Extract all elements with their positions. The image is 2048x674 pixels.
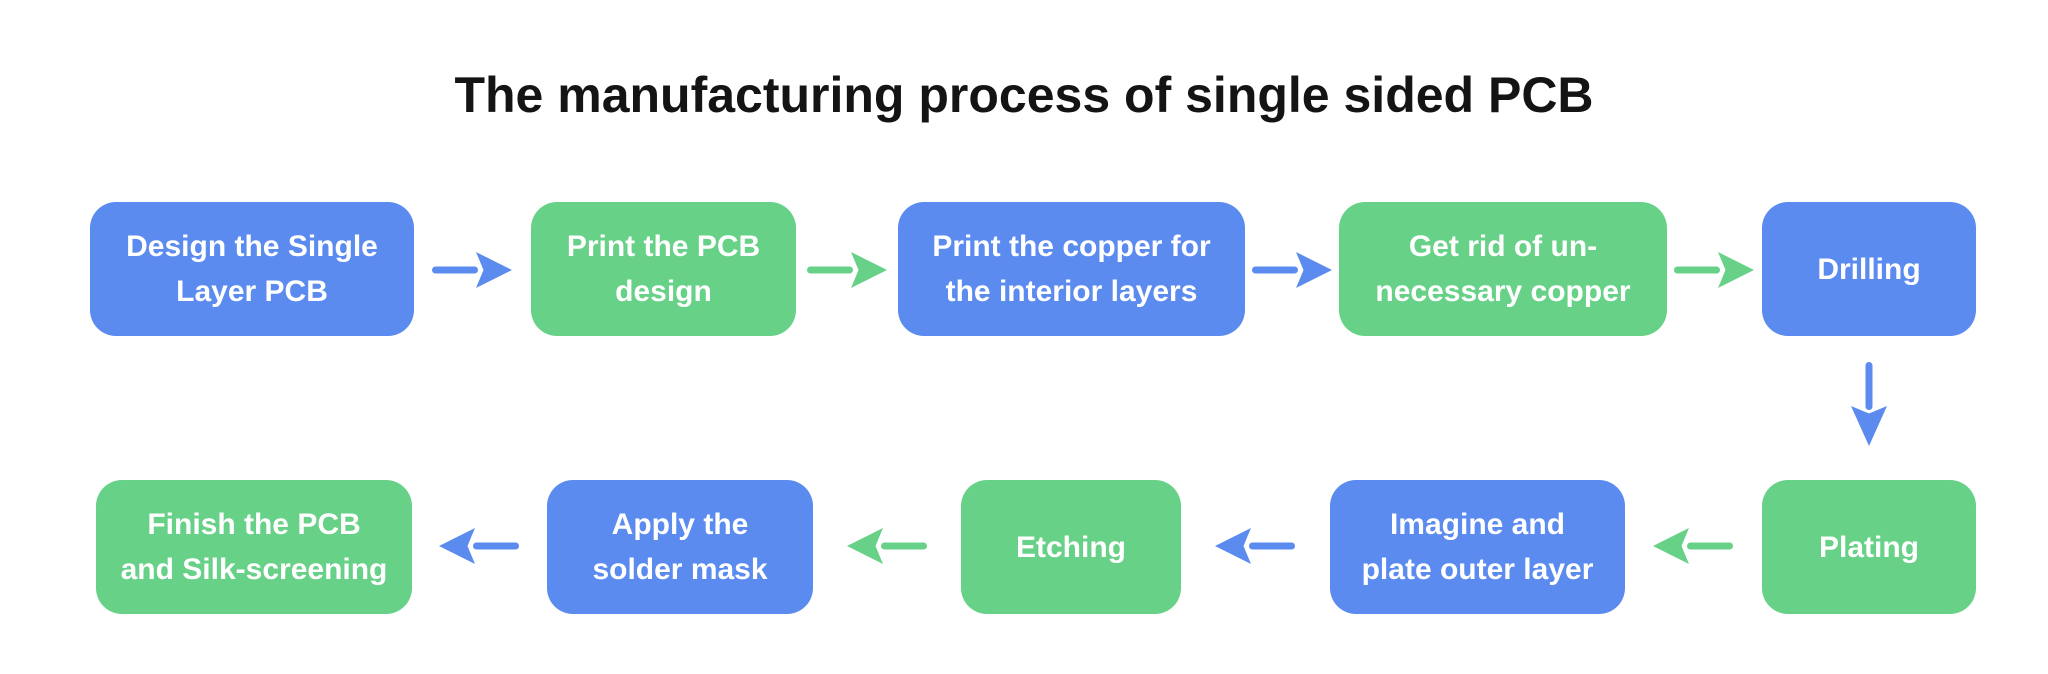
node-label-line: the interior layers	[945, 275, 1198, 308]
node-drilling: Drilling	[1762, 202, 1976, 336]
node-plating: Plating	[1762, 480, 1976, 614]
arrow-right-icon	[1252, 250, 1332, 290]
node-remove-unnecessary-copper: Get rid of un- necessary copper	[1339, 202, 1667, 336]
arrow-down-icon	[1849, 362, 1889, 446]
arrow-left-icon	[1215, 526, 1295, 566]
node-label-line: necessary copper	[1375, 275, 1631, 308]
node-label-line: Apply the	[611, 508, 749, 541]
node-print-copper-interior-layers: Print the copper for the interior layers	[898, 202, 1245, 336]
arrow-left-icon	[1653, 526, 1733, 566]
node-label-line: Etching	[1016, 530, 1126, 564]
node-label-line: Imagine and	[1389, 508, 1566, 541]
node-finish-pcb-silk-screening: Finish the PCB and Silk-screening	[96, 480, 412, 614]
node-label-line: Finish the PCB	[147, 508, 361, 541]
node-etching: Etching	[961, 480, 1181, 614]
node-label-line: and Silk-screening	[120, 553, 388, 586]
arrow-left-icon	[439, 526, 519, 566]
node-label-line: solder mask	[592, 553, 768, 586]
node-label-line: Print the PCB	[566, 230, 761, 263]
arrow-right-icon	[1674, 250, 1754, 290]
node-label-line: Print the copper for	[932, 230, 1211, 263]
node-label-line: Design the Single	[126, 230, 378, 263]
node-label-line: Layer PCB	[176, 275, 328, 308]
page-title: The manufacturing process of single side…	[454, 67, 1594, 123]
node-label-line: Drilling	[1817, 252, 1921, 286]
node-print-pcb-design: Print the PCB design	[531, 202, 796, 336]
node-apply-solder-mask: Apply the solder mask	[547, 480, 813, 614]
node-label-line: Get rid of un-	[1408, 230, 1598, 263]
arrow-right-icon	[432, 250, 512, 290]
node-label-line: plate outer layer	[1361, 553, 1594, 586]
node-design-single-layer-pcb: Design the Single Layer PCB	[90, 202, 414, 336]
arrow-right-icon	[807, 250, 887, 290]
node-imagine-plate-outer-layer: Imagine and plate outer layer	[1330, 480, 1625, 614]
node-label-line: Plating	[1818, 530, 1919, 564]
node-label-line: design	[615, 275, 712, 308]
arrow-left-icon	[847, 526, 927, 566]
